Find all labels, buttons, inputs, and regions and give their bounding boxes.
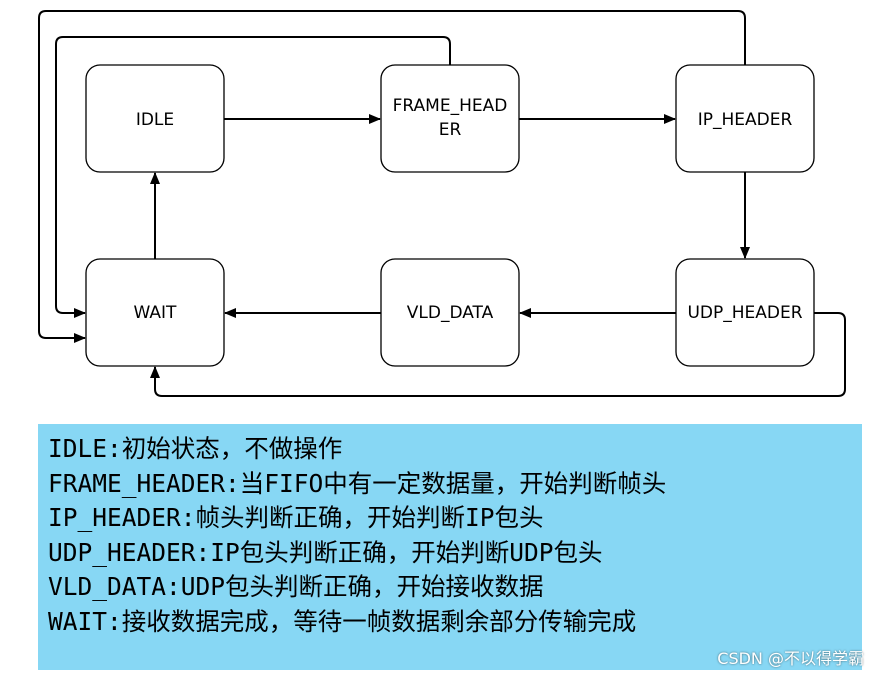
state-vld-data-label: VLD_DATA <box>407 303 494 323</box>
state-vld-data: VLD_DATA <box>380 258 520 367</box>
watermark: CSDN @不以得学霸 <box>717 649 864 668</box>
state-ip-header: IP_HEADER <box>675 64 815 173</box>
state-frame-header-label-line2: ER <box>439 120 462 140</box>
state-machine-diagram: IDLE FRAME_HEAD ER IP_HEADER WAIT VLD_DA… <box>38 10 846 397</box>
legend-line-udp-header: UDP_HEADER:IP包头判断正确，开始判断UDP包头 <box>48 537 603 567</box>
state-idle: IDLE <box>85 64 225 173</box>
state-wait: WAIT <box>85 258 225 367</box>
state-wait-label: WAIT <box>134 303 178 323</box>
state-frame-header-label-line1: FRAME_HEAD <box>393 96 508 116</box>
legend-line-vld-data: VLD_DATA:UDP包头判断正确，开始接收数据 <box>48 572 544 601</box>
state-udp-header-label: UDP_HEADER <box>687 303 802 323</box>
state-frame-header: FRAME_HEAD ER <box>380 64 520 173</box>
state-udp-header: UDP_HEADER <box>675 258 815 367</box>
arrow-frame-header-to-wait <box>55 36 451 318</box>
legend-line-wait: WAIT:接收数据完成，等待一帧数据剩余部分传输完成 <box>48 606 637 636</box>
arrow-ip-header-to-wait <box>38 10 746 343</box>
legend-line-frame-header: FRAME_HEADER:当FIFO中有一定数据量，开始判断帧头 <box>48 468 667 498</box>
arrow-udp-header-to-wait <box>150 312 846 397</box>
legend-line-ip-header: IP_HEADER:帧头判断正确，开始判断IP包头 <box>48 503 544 532</box>
state-description-panel: IDLE:初始状态，不做操作 FRAME_HEADER:当FIFO中有一定数据量… <box>38 424 862 670</box>
state-ip-header-label: IP_HEADER <box>698 110 793 130</box>
legend-line-idle: IDLE:初始状态，不做操作 <box>48 434 343 463</box>
state-idle-label: IDLE <box>136 110 174 130</box>
